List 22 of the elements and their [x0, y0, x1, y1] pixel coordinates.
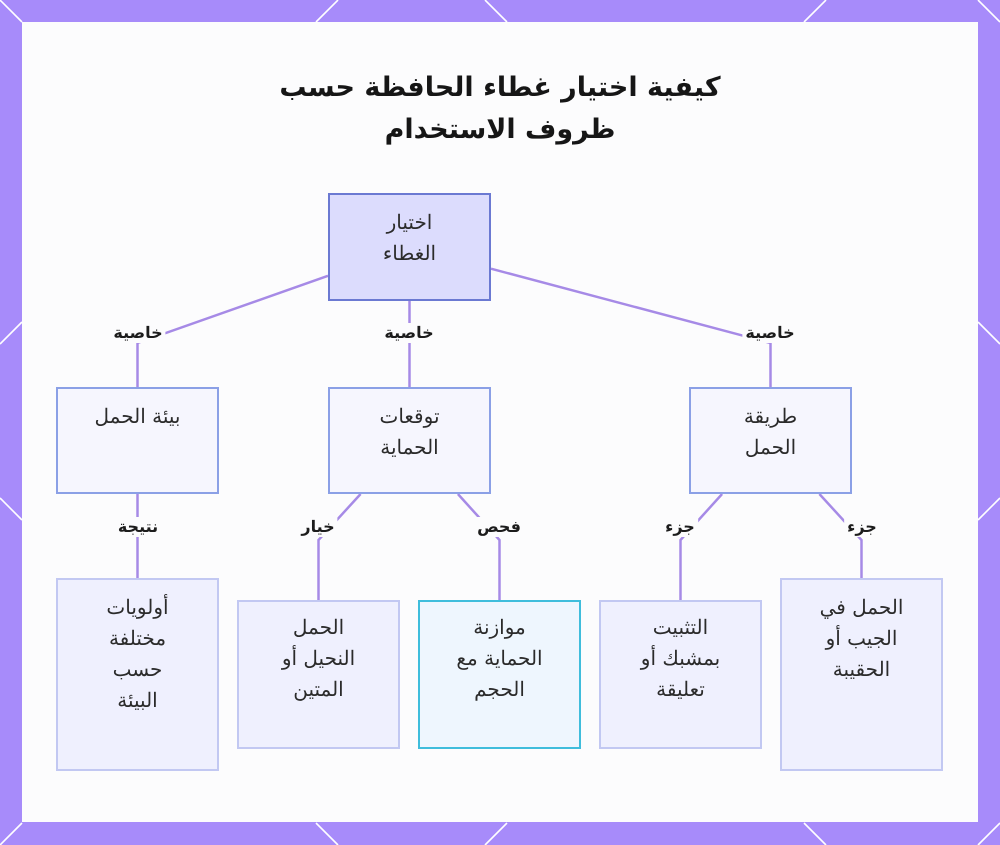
edge-label: خيار: [298, 517, 338, 537]
category-box: [689, 387, 852, 494]
category-box: [328, 387, 491, 494]
connector-line: [490, 268, 772, 387]
option-box: [599, 600, 762, 749]
node-text: بيئة الحمل: [94, 403, 182, 430]
node-text: طريقة الحمل: [742, 403, 798, 461]
option-box: [418, 600, 581, 749]
node-text: توقعات الحماية: [378, 403, 441, 461]
title: كيفية اختيار غطاء الحافظة حسب ظروف الاستخدام: [278, 71, 722, 147]
category-box: [328, 193, 491, 301]
node-text: التثبيت بمشبك أو تعليقة: [638, 614, 722, 703]
node-text: اختيار الغطاء: [382, 209, 438, 267]
option-box: [56, 578, 219, 771]
node-text: موازنة الحماية مع الحجم: [455, 614, 544, 703]
connector-line: [136, 274, 328, 387]
node-text: الحمل في الجيب أو الحقيبة: [818, 594, 904, 683]
node-text: أولويات مختلفة حسب البيئة: [105, 593, 170, 714]
option-box: [780, 578, 943, 771]
category-box: [56, 387, 219, 494]
option-box: [237, 600, 400, 749]
node-text: الحمل النحيل أو المتين: [280, 614, 356, 703]
